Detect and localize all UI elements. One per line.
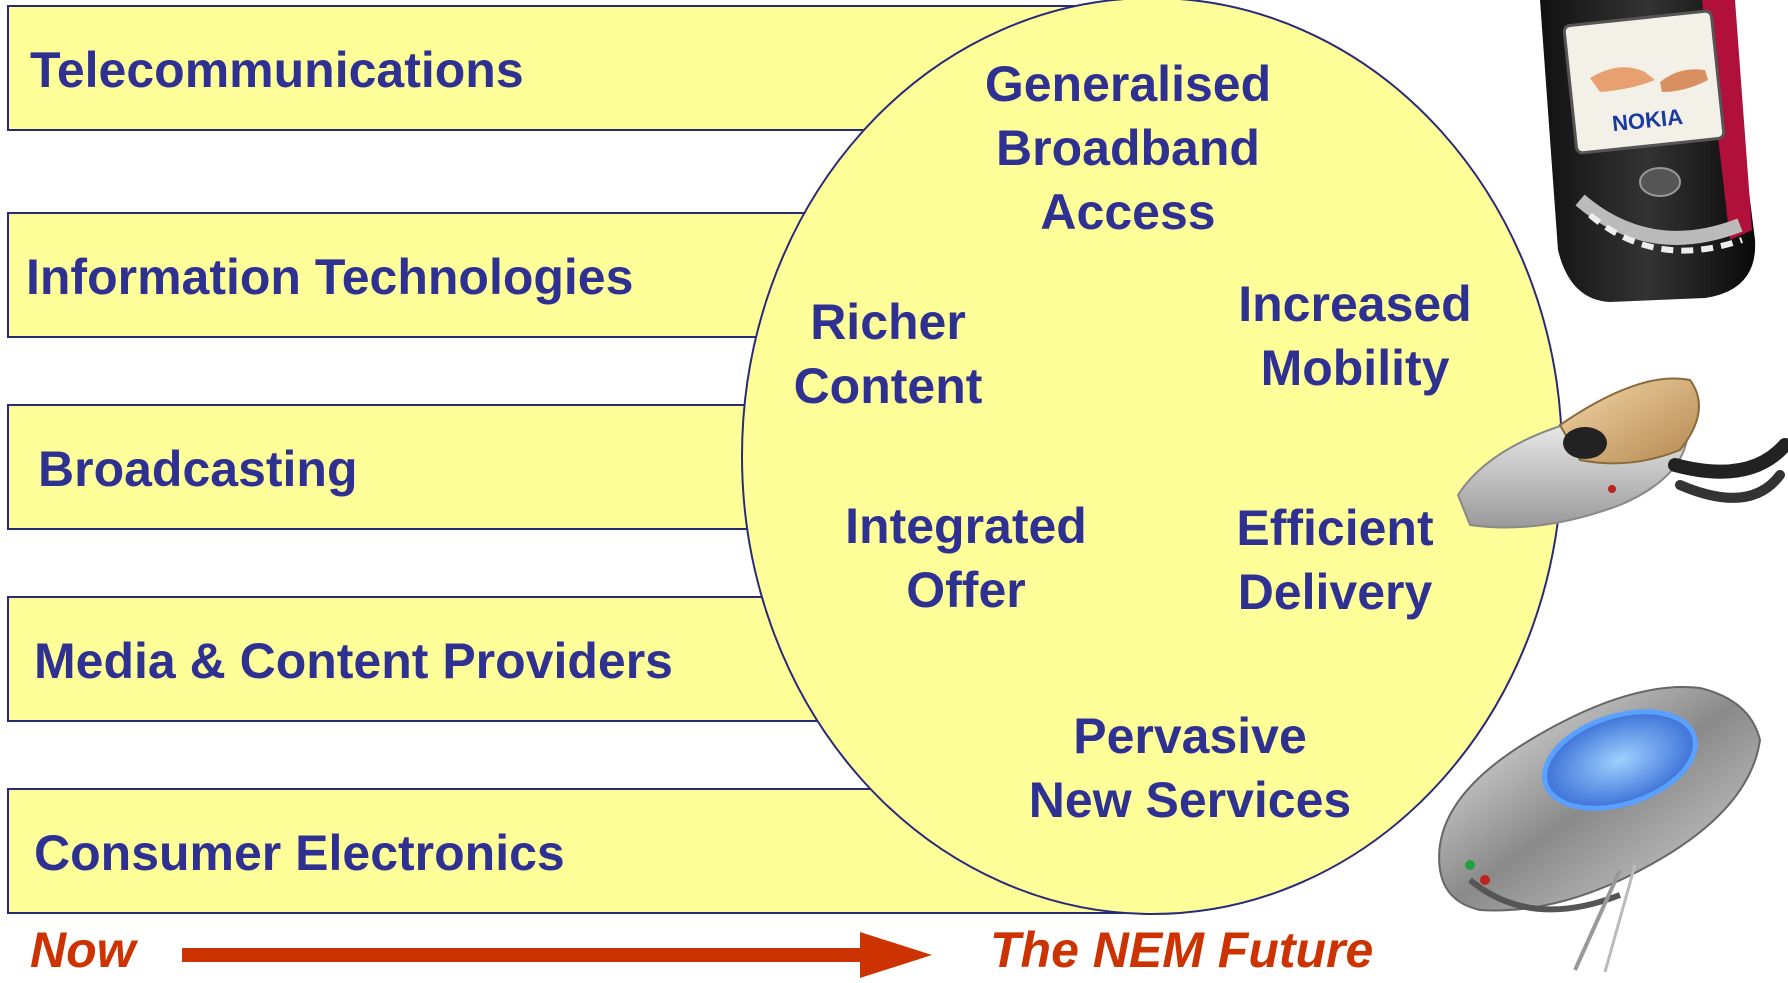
timeline-end-label: The NEM Future (990, 922, 1374, 978)
sector-label-media-content: Media & Content Providers (34, 633, 673, 689)
headset-device-image (1456, 377, 1788, 529)
item-increased-mobility: Increased Mobility (1238, 276, 1472, 396)
item-efficient-delivery: Efficient Delivery (1236, 500, 1434, 620)
sector-label-broadcasting: Broadcasting (38, 441, 358, 497)
sector-band-broadcasting (7, 404, 777, 530)
concept-device-image (1438, 686, 1762, 973)
sector-band-information-technologies (7, 212, 827, 338)
timeline-start-label: Now (30, 922, 136, 978)
item-broadband-access: Generalised Broadband Access (984, 56, 1272, 240)
item-pervasive-services: Pervasive New Services (1028, 708, 1352, 828)
mobile-phone-image: NOKIA (1540, 0, 1756, 302)
sector-band-media-content (7, 596, 827, 722)
item-richer-content: Richer Content (793, 294, 983, 414)
sector-label-consumer-electronics: Consumer Electronics (34, 825, 565, 881)
timeline-arrow (182, 932, 932, 978)
item-integrated-offer: Integrated Offer (845, 498, 1087, 618)
sector-label-information-technologies: Information Technologies (26, 249, 634, 305)
sector-label-telecommunications: Telecommunications (30, 42, 524, 98)
